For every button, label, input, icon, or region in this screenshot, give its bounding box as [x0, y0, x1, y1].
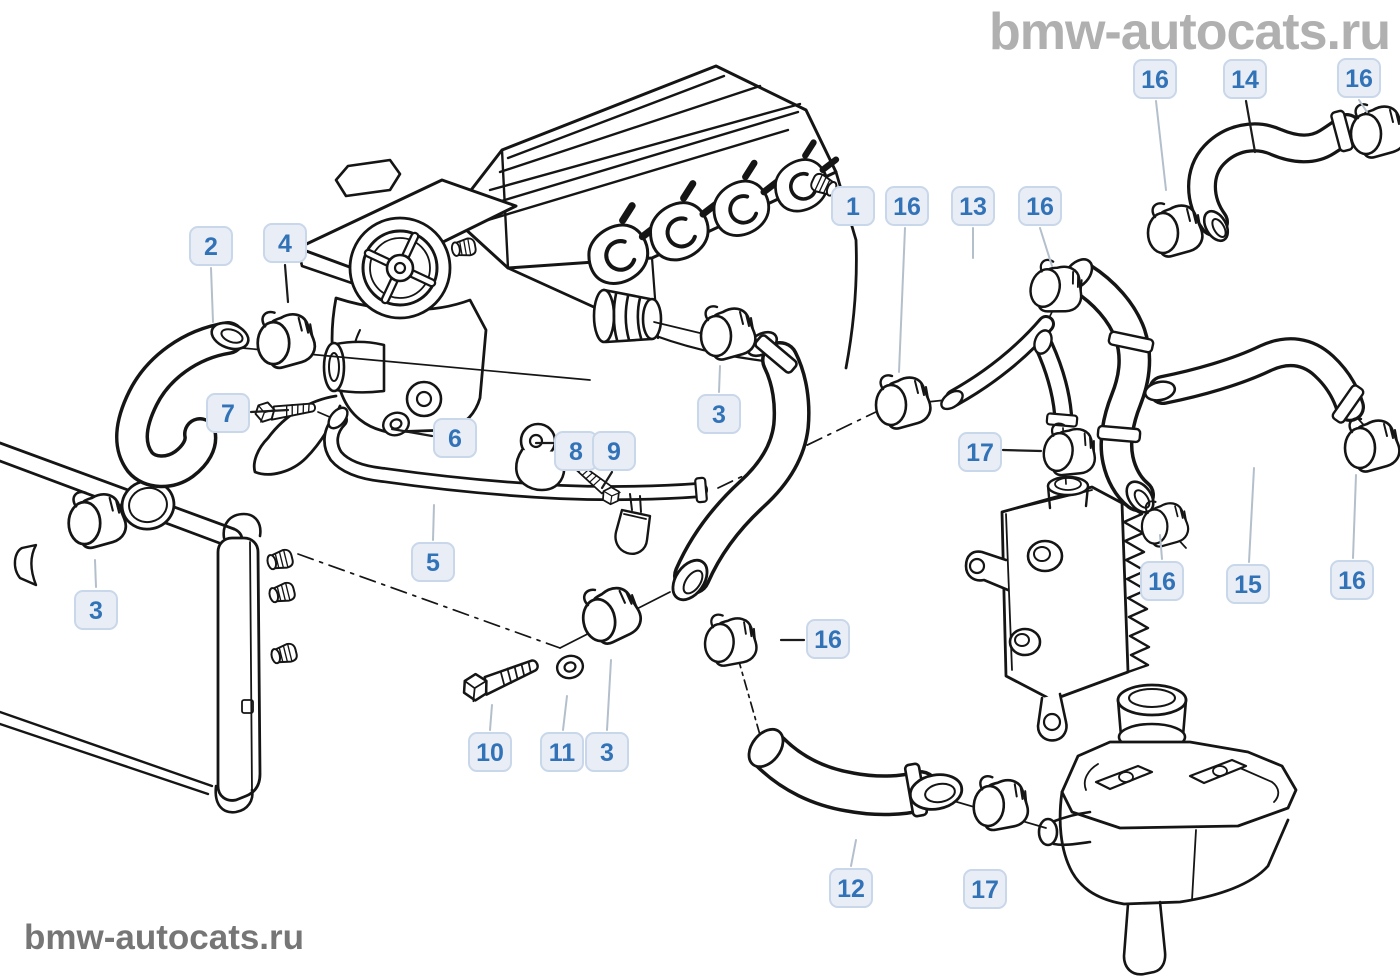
radiator-drawing	[0, 441, 300, 814]
part-label[interactable]: 16	[885, 186, 929, 226]
part-label[interactable]: 15	[1226, 564, 1270, 604]
part-label[interactable]: 16	[1330, 560, 1374, 600]
part-label[interactable]: 16	[1133, 59, 1177, 99]
part-label[interactable]: 10	[468, 732, 512, 772]
watermark-top: bmw-autocats.ru	[988, 3, 1391, 61]
part-label[interactable]: 1	[831, 186, 875, 226]
part-label[interactable]: 16	[1140, 561, 1184, 601]
part-label[interactable]: 12	[829, 868, 873, 908]
part-label[interactable]: 16	[1018, 186, 1062, 226]
part-label[interactable]: 11	[540, 732, 584, 772]
part-label[interactable]: 17	[958, 432, 1002, 472]
part-label[interactable]: 14	[1223, 59, 1267, 99]
part-label[interactable]: 5	[411, 542, 455, 582]
oil-cooler-drawing	[964, 475, 1151, 742]
part-label[interactable]: 16	[1337, 58, 1381, 98]
part-label[interactable]: 2	[189, 226, 233, 266]
engine-drawing	[252, 64, 858, 476]
part-label[interactable]: 3	[585, 732, 629, 772]
part-label[interactable]: 16	[806, 619, 850, 659]
part-label[interactable]: 3	[74, 590, 118, 630]
part-label[interactable]: 17	[963, 869, 1007, 909]
expansion-tank-drawing	[1037, 683, 1298, 976]
part-label[interactable]: 9	[592, 431, 636, 471]
label-leader-lines	[94, 99, 1368, 867]
part-label[interactable]: 7	[206, 393, 250, 433]
watermark-bottom: bmw-autocats.ru	[24, 918, 305, 957]
part-label[interactable]: 4	[263, 223, 307, 263]
hoses-drawing	[115, 109, 1365, 818]
part-label[interactable]: 6	[433, 418, 477, 458]
part-label[interactable]: 13	[951, 186, 995, 226]
part-label[interactable]: 3	[697, 394, 741, 434]
